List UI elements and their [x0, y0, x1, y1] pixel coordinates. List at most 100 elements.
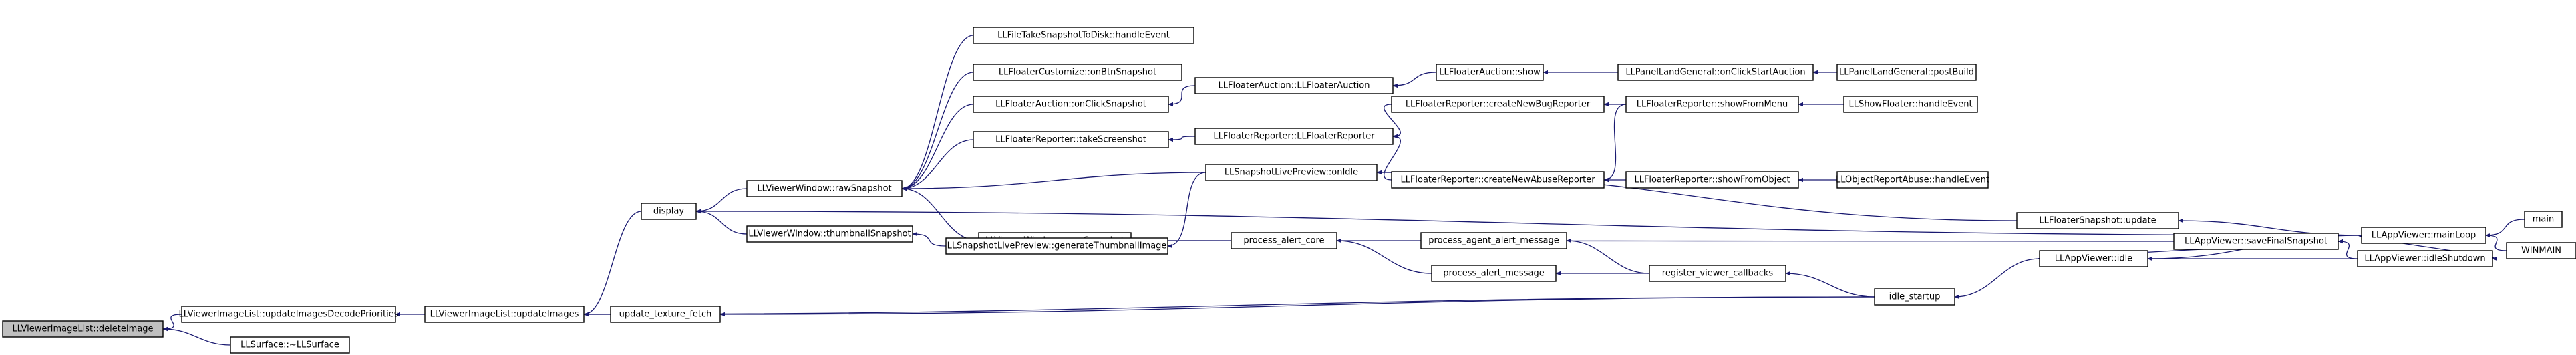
graph-node-thumbSnapshot[interactable]: LLViewerWindow::thumbnailSnapshot — [746, 225, 913, 243]
node-label: main — [2533, 215, 2554, 225]
node-label: LLObjectReportAbuse::handleEvent — [1836, 175, 1989, 185]
node-label: LLFloaterReporter::createNewAbuseReporte… — [1400, 175, 1595, 185]
node-label: LLFloaterReporter::showFromObject — [1634, 175, 1790, 185]
node-box — [1420, 232, 1567, 249]
graph-node-landStart[interactable]: LLPanelLandGeneral::onClickStartAuction — [1617, 64, 1814, 81]
graph-node-onIdle[interactable]: LLSnapshotLivePreview::onIdle — [1205, 164, 1378, 181]
edge-auctionClick-to-rawSnapshot — [901, 104, 974, 191]
graph-node-surfaceDtor[interactable]: LLSurface::~LLSurface — [230, 336, 350, 354]
edge-mainLoop-to-display — [695, 209, 2362, 236]
graph-node-auctionCtor[interactable]: LLFloaterAuction::LLFloaterAuction — [1194, 77, 1394, 94]
node-box — [973, 27, 1194, 44]
node-box — [2039, 250, 2148, 267]
graph-node-reporterTake[interactable]: LLFloaterReporter::takeScreenshot — [973, 131, 1169, 148]
node-label: LLViewerWindow::thumbnailSnapshot — [748, 229, 911, 239]
edge-fileTake-to-rawSnapshot — [901, 35, 974, 191]
node-box — [424, 306, 585, 323]
edge-onIdle-to-genThumb — [1167, 172, 1206, 249]
graph-node-alertMsg[interactable]: process_alert_message — [1431, 265, 1557, 282]
graph-node-updateDecode[interactable]: LLViewerImageList::updateImagesDecodePri… — [178, 306, 399, 323]
nodes: LLViewerImageList::deleteImage LLViewerIm… — [2, 27, 2576, 354]
node-box — [2173, 233, 2339, 250]
node-label: process_agent_alert_message — [1428, 236, 1559, 246]
graph-node-textureFetch[interactable]: update_texture_fetch — [610, 306, 721, 323]
node-box — [1436, 64, 1544, 81]
node-label: LLViewerImageList::updateImagesDecodePri… — [178, 310, 398, 320]
graph-node-idleStartup[interactable]: idle_startup — [1874, 288, 1955, 306]
node-label: LLFloaterReporter::LLFloaterReporter — [1213, 132, 1375, 142]
edge-idleStartup-to-regCallbacks — [1785, 271, 1875, 298]
graph-node-createBug[interactable]: LLFloaterReporter::createNewBugReporter — [1391, 96, 1605, 113]
graph-node-display[interactable]: display — [641, 203, 697, 220]
node-box — [746, 225, 913, 243]
node-box — [973, 96, 1169, 113]
node-label: register_viewer_callbacks — [1662, 269, 1774, 279]
graph-node-fileTake[interactable]: LLFileTakeSnapshotToDisk::handleEvent — [973, 27, 1194, 44]
node-box — [2357, 250, 2493, 267]
edge-saveSnapshot-to-rawSnapshot — [901, 186, 979, 241]
graph-node-mainLoop[interactable]: LLAppViewer::mainLoop — [2361, 227, 2486, 244]
node-label: LLSurface::~LLSurface — [240, 340, 339, 350]
node-box — [1194, 77, 1394, 94]
graph-node-alertCore[interactable]: process_alert_core — [1231, 232, 1337, 249]
node-box — [1431, 265, 1557, 282]
edge-auctionCtor-to-auctionClick — [1168, 85, 1196, 107]
graph-node-auctionShow[interactable]: LLFloaterAuction::show — [1436, 64, 1544, 81]
node-label: update_texture_fetch — [619, 310, 712, 320]
graph-node-genThumb[interactable]: LLSnapshotLivePreview::generateThumbnail… — [945, 237, 1168, 255]
graph-node-winmain[interactable]: WINMAIN — [2506, 242, 2576, 259]
edge-genThumb-to-thumbSnapshot — [912, 231, 947, 247]
node-label: LLFloaterCustomize::onBtnSnapshot — [999, 68, 1156, 78]
graph-node-objAbuse[interactable]: LLObjectReportAbuse::handleEvent — [1836, 171, 1989, 189]
node-box — [746, 180, 903, 197]
edge-idleStartup-to-updateImages — [583, 296, 1875, 317]
node-label: LLFloaterReporter::createNewBugReporter — [1406, 100, 1591, 110]
node-box — [1649, 265, 1786, 282]
graph-node-showMenu[interactable]: LLFloaterReporter::showFromMenu — [1625, 96, 1799, 113]
graph-node-agentAlert[interactable]: process_agent_alert_message — [1420, 232, 1567, 249]
graph-node-appIdle[interactable]: LLAppViewer::idle — [2039, 250, 2148, 267]
edge-appIdle-to-idleStartup — [1954, 258, 2040, 300]
graph-node-showObject[interactable]: LLFloaterReporter::showFromObject — [1625, 171, 1799, 189]
graph-node-landPost[interactable]: LLPanelLandGeneral::postBuild — [1836, 64, 1977, 81]
graph-node-floaterUpdate[interactable]: LLFloaterSnapshot::update — [2016, 212, 2179, 229]
graph-node-auctionClick[interactable]: LLFloaterAuction::onClickSnapshot — [973, 96, 1169, 113]
edge-regCallbacks-to-agentAlert — [1566, 238, 1650, 274]
node-box — [1617, 64, 1814, 81]
node-box — [610, 306, 721, 323]
node-label: process_alert_core — [1243, 236, 1324, 246]
node-label: LLSnapshotLivePreview::onIdle — [1225, 168, 1358, 178]
graph-node-idleShutdown[interactable]: LLAppViewer::idleShutdown — [2357, 250, 2493, 267]
edge-createAbuse-to-reporterCtor — [1384, 134, 1401, 181]
node-box — [2016, 212, 2179, 229]
graph-node-updateImages[interactable]: LLViewerImageList::updateImages — [424, 306, 585, 323]
edge-thumbSnapshot-to-display — [695, 209, 748, 235]
node-label: idle_startup — [1889, 292, 1941, 302]
node-label: LLFloaterReporter::showFromMenu — [1637, 100, 1788, 110]
node-box — [1874, 288, 1955, 306]
node-label: LLViewerImageList::deleteImage — [12, 324, 153, 334]
node-label: LLPanelLandGeneral::onClickStartAuction — [1625, 68, 1805, 78]
graph-node-createAbuse[interactable]: LLFloaterReporter::createNewAbuseReporte… — [1391, 171, 1605, 189]
node-box — [1625, 171, 1799, 189]
node-box — [973, 64, 1182, 81]
graph-node-showFloater[interactable]: LLShowFloater::handleEvent — [1843, 96, 1978, 113]
node-label: LLFloaterAuction::show — [1439, 68, 1541, 78]
graph-node-reporterCtor[interactable]: LLFloaterReporter::LLFloaterReporter — [1194, 128, 1394, 145]
node-box — [1391, 171, 1605, 189]
edge-onIdle-to-rawSnapshot — [901, 172, 1206, 191]
node-label: display — [653, 207, 684, 217]
graph-node-custBtn[interactable]: LLFloaterCustomize::onBtnSnapshot — [973, 64, 1182, 81]
node-label: LLAppViewer::idleShutdown — [2364, 254, 2485, 264]
graph-node-deleteImage[interactable]: LLViewerImageList::deleteImage — [2, 320, 164, 338]
node-box — [1194, 128, 1394, 145]
graph-node-rawSnapshot[interactable]: LLViewerWindow::rawSnapshot — [746, 180, 903, 197]
node-label: LLViewerImageList::updateImages — [430, 310, 579, 320]
node-box — [641, 203, 697, 220]
node-label: LLFileTakeSnapshotToDisk::handleEvent — [997, 31, 1170, 41]
edge-showMenu-to-createAbuse — [1603, 104, 1627, 183]
node-label: LLViewerWindow::rawSnapshot — [757, 184, 891, 194]
graph-node-main[interactable]: main — [2524, 211, 2563, 228]
graph-node-saveFinal[interactable]: LLAppViewer::saveFinalSnapshot — [2173, 233, 2339, 250]
graph-node-regCallbacks[interactable]: register_viewer_callbacks — [1649, 265, 1786, 282]
